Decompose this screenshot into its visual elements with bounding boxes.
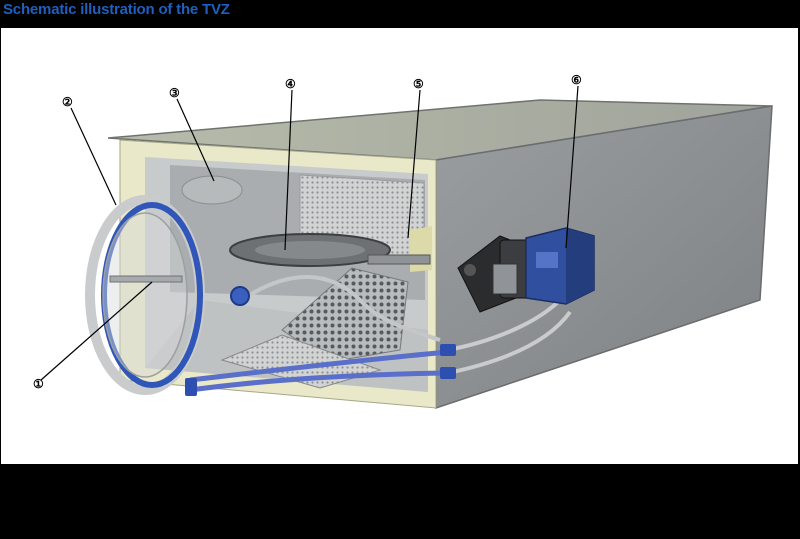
callout-4: ④ — [285, 77, 296, 91]
plate-3 — [181, 175, 243, 205]
controller-unit — [457, 227, 595, 313]
figure-title: Schematic illustration of the TVZ — [3, 1, 230, 18]
callout-5: ⑤ — [413, 77, 424, 91]
tubes — [185, 298, 572, 396]
callout-labels: ① ② ③ ④ ⑤ ⑥ — [33, 73, 582, 391]
callout-3: ③ — [169, 86, 180, 100]
damper-shaft — [367, 254, 431, 265]
callout-2: ② — [62, 95, 73, 109]
leader-lines — [40, 85, 579, 381]
spigot — [85, 195, 205, 395]
diagram-area: ① ② ③ ④ ⑤ ⑥ — [1, 28, 798, 464]
spigot-blue-seal — [101, 202, 203, 388]
callout-6: ⑥ — [571, 73, 582, 87]
housing — [107, 99, 773, 410]
tvz-schematic: ① ② ③ ④ ⑤ ⑥ — [33, 73, 773, 410]
callout-1: ① — [33, 377, 44, 391]
inner-tube — [246, 275, 441, 342]
sensor-port — [230, 286, 250, 306]
bottom-band — [0, 466, 800, 539]
measuring-cross — [109, 275, 183, 283]
title-bar: Schematic illustration of the TVZ — [0, 0, 800, 26]
